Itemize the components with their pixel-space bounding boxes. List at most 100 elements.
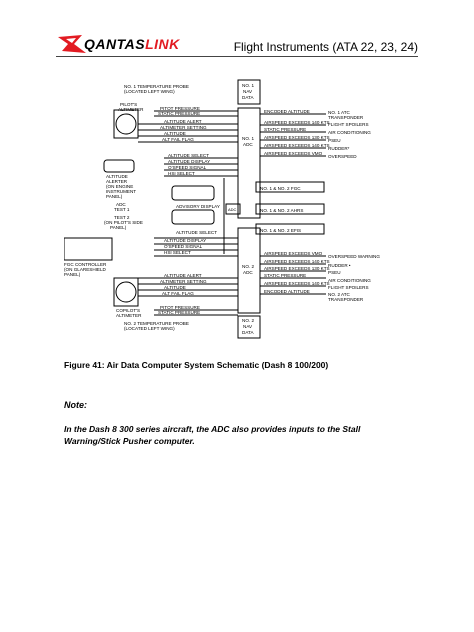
altitude-alerter — [103, 159, 135, 173]
test1-label-b: TEST 1 — [114, 207, 130, 212]
efis-box — [255, 223, 325, 235]
alt-fail-flag-2: ALT FAIL FLAG — [162, 291, 194, 296]
logo-wordmark: QANTASLINK — [84, 36, 180, 52]
encoded-altitude-1: ENCODED ALTITUDE — [264, 109, 310, 114]
temp-probe-top: NO. 1 TEMPERATURE PROBE — [124, 84, 189, 89]
test2-label-c: PANEL) — [110, 225, 127, 230]
temp-probe-bot-loc: (LOCATED LEFT WING) — [124, 326, 175, 331]
static-pressure-1: STATIC PRESSURE — [158, 111, 200, 116]
adc-schematic: NO. 1 TEMPERATURE PROBE (LOCATED LEFT WI… — [64, 79, 380, 339]
fgc12-label: NO. 1 & NO. 2 FGC — [260, 186, 301, 191]
pseu-2: PSEU — [328, 270, 341, 275]
as140-4: AIRSPEED EXCEEDS 140 KTS — [264, 281, 330, 286]
nav2-label: NO. 2 — [242, 318, 254, 323]
copilot-altimeter — [113, 277, 139, 307]
pseu-1: PSEU — [328, 138, 341, 143]
logo-suffix: LINK — [145, 36, 180, 52]
hsi-select-1: HSI SELECT — [168, 171, 195, 176]
ahrs-box — [255, 203, 325, 215]
as130-2: AIRSPEED EXCEEDS 130 KTS — [264, 266, 330, 271]
altimeter-setting-1: ALTIMETER SETTING — [160, 125, 207, 130]
adc1-label-b: ADC — [243, 142, 253, 147]
altimeter-setting-2: ALTIMETER SETTING — [160, 279, 207, 284]
figure-caption: Figure 41: Air Data Computer System Sche… — [64, 360, 329, 370]
altitude-1: ALTITUDE — [164, 131, 186, 136]
overspeed-warning: OVERSPEED WARNING — [328, 254, 380, 259]
adc1-box — [237, 107, 261, 219]
altitude-2: ALTITUDE — [164, 285, 186, 290]
air-conditioning-2: AIR CONDITIONING — [328, 278, 371, 283]
hsi-select-2: HSI SELECT — [164, 250, 191, 255]
alerter-label-e: PANEL) — [106, 194, 123, 199]
rudder-1: RUDDER* — [328, 146, 350, 151]
altitude-alert-2: ALTITUDE ALERT — [164, 273, 202, 278]
nav1-box — [237, 79, 261, 105]
advisory-display-2 — [171, 209, 215, 225]
nav2-box — [237, 315, 261, 339]
altitude-display-2: ALTITUDE DISPLAY — [164, 238, 206, 243]
altitude-display-1: ALTITUDE DISPLAY — [168, 159, 210, 164]
altitude-select-2: ALTITUDE SELECT — [176, 230, 217, 235]
alt-fail-flag-1: ALT FAIL FLAG — [162, 137, 194, 142]
advisory-label: ADVISORY DISPLAY — [176, 204, 220, 209]
efis12-label: NO. 1 & NO. 2 EFIS — [260, 228, 301, 233]
copilot-alt-label: COPILOT'S — [116, 308, 140, 313]
nav2-label-b: NAV — [243, 324, 253, 329]
flight-spoilers-1: FLIGHT SPOILERS — [328, 122, 369, 127]
fgc-ctrl-label: FGC CONTROLLER — [64, 262, 107, 267]
as140-1: AIRSPEED EXCEEDS 140 KTS — [264, 120, 330, 125]
advisory-display-1 — [171, 185, 215, 201]
nav2-label-c: DATA — [242, 330, 255, 335]
altitude-alert-1: ALTITUDE ALERT — [164, 119, 202, 124]
test2-label: TEST 2 — [114, 215, 130, 220]
pilot-alt-label-b: ALTIMETER — [118, 107, 144, 112]
overspeed-1: OVERSPEED — [328, 154, 357, 159]
rudder-2: RUDDER • — [328, 263, 351, 268]
adc1-label: NO. 1 — [242, 136, 254, 141]
copilot-alt-label-b: ALTIMETER — [116, 313, 142, 318]
as140-3: AIRSPEED EXCEEDS 140 KTS — [264, 259, 330, 264]
atc2-label: NO. 2 ATC — [328, 292, 351, 297]
adc-test-box — [225, 203, 241, 215]
atc2-label-b: TRANSPONDER — [328, 297, 364, 302]
encoded-altitude-2: ENCODED ALTITUDE — [264, 289, 310, 294]
air-conditioning-1: AIR CONDITIONING — [328, 130, 371, 135]
ahrs12-label: NO. 1 & NO. 2 AHRS — [260, 208, 303, 213]
note-heading: Note: — [64, 400, 87, 410]
alerter-label-b: ALERTER — [106, 179, 128, 184]
as130-1: AIRSPEED EXCEEDS 130 KTS — [264, 135, 330, 140]
fgc-ctrl-label-c: PANEL) — [64, 272, 81, 277]
test2-label-b: (ON PILOT'S SIDE — [104, 220, 143, 225]
pilot-alt-label: PILOT'S — [120, 102, 137, 107]
temp-probe-top-loc: (LOCATED LEFT WING) — [124, 89, 175, 94]
fgc-controller — [64, 237, 113, 261]
alerter-label-d: INSTRUMENT — [106, 189, 136, 194]
page-title: Flight Instruments (ATA 22, 23, 24) — [233, 40, 418, 54]
adc2-label: NO. 2 — [242, 264, 254, 269]
altitude-select-1: ALTITUDE SELECT — [168, 153, 209, 158]
nav1-label: NO. 1 — [242, 83, 254, 88]
logo-prefix: QANTAS — [84, 36, 146, 52]
adc2-label-b: ADC — [243, 270, 253, 275]
static-pressure-4: STATIC PRESSURE — [158, 310, 200, 315]
temp-probe-bot: NO. 2 TEMPERATURE PROBE — [124, 321, 189, 326]
note-body: In the Dash 8 300 series aircraft, the A… — [64, 424, 361, 446]
flight-spoilers-2: FLIGHT SPOILERS — [328, 285, 369, 290]
nav1-label-c: DATA — [242, 95, 255, 100]
atc1-label: NO. 1 ATC — [328, 110, 351, 115]
adc-box-label: ADC — [228, 207, 237, 212]
nav1-label-b: NAV — [243, 89, 253, 94]
vmo-1: AIRSPEED EXCEEDS VMO — [264, 151, 323, 156]
alerter-label: ALTITUDE — [106, 174, 128, 179]
as140-2: AIRSPEED EXCEEDS 140 KTS — [264, 143, 330, 148]
fgc-ctrl-label-b: (ON GLARESHIELD — [64, 267, 107, 272]
qantaslink-logo-icon — [58, 35, 86, 53]
static-pressure-2: STATIC PRESSURE — [264, 127, 306, 132]
pitot-pressure-1: PITOT PRESSURE — [160, 106, 200, 111]
fgc-box — [255, 181, 325, 193]
header-divider — [56, 56, 418, 57]
static-pressure-3: STATIC PRESSURE — [264, 273, 306, 278]
pitot-pressure-2: PITOT PRESSURE — [160, 305, 200, 310]
ospeed-signal-2: O'SPEED SIGNAL — [164, 244, 203, 249]
atc1-label-b: TRANSPONDER — [328, 115, 364, 120]
